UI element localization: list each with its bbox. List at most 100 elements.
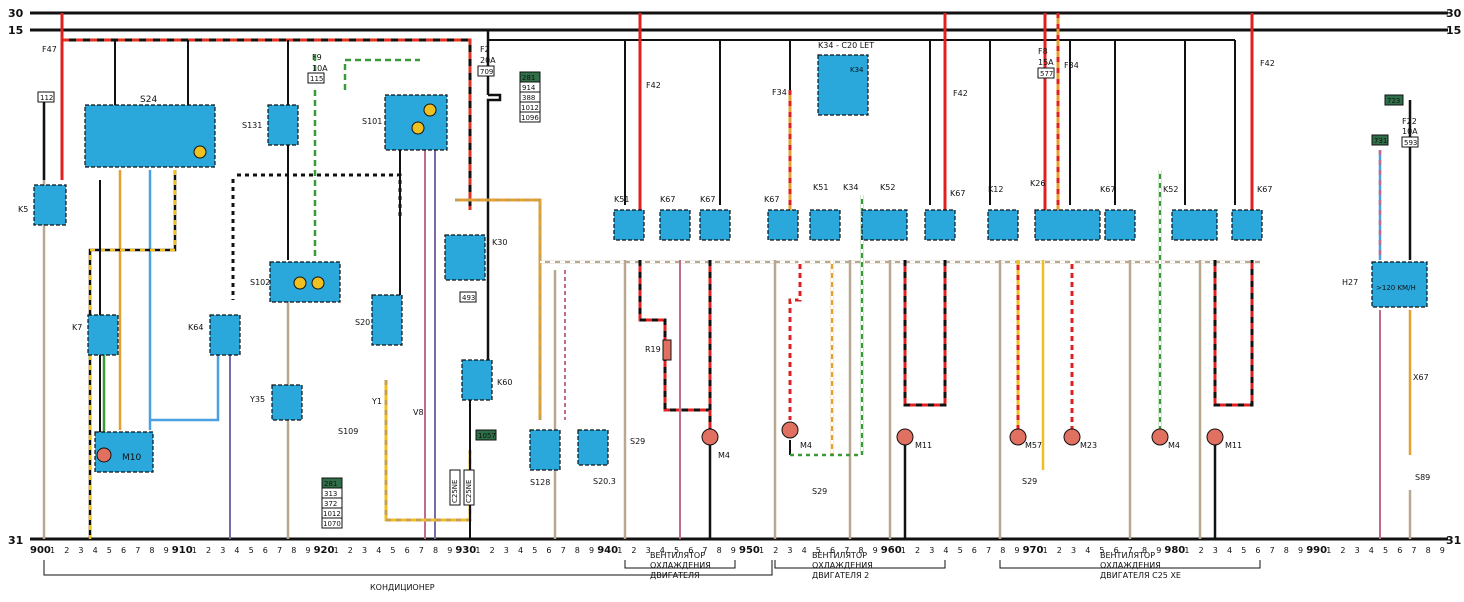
ruler-minor-label: 8	[1426, 546, 1431, 555]
ruler-minor-label: 6	[1397, 546, 1402, 555]
ruler-minor-label: 7	[986, 546, 991, 555]
svg-text:30: 30	[1446, 7, 1462, 20]
ruler-minor-label: 6	[688, 546, 693, 555]
ruler-minor-label: 1	[192, 546, 197, 555]
ref-stack-1: 281 914 388 1012 1096	[519, 71, 541, 123]
relay-k67a	[659, 209, 691, 241]
switch-s203	[577, 429, 609, 466]
label-k67d: K67	[950, 189, 965, 198]
rail-31: 31 31	[8, 534, 1461, 547]
svg-text:388: 388	[522, 94, 535, 102]
ruler-major-label: 950	[739, 545, 760, 556]
svg-text:112: 112	[40, 94, 53, 102]
svg-text:20A: 20A	[480, 56, 496, 65]
ruler-minor-label: 2	[490, 546, 495, 555]
label-k7: K7	[72, 323, 82, 332]
svg-text:15: 15	[1446, 24, 1461, 37]
label-k5: K5	[18, 205, 28, 214]
ruler-minor-label: 6	[830, 546, 835, 555]
label-k34b: K34	[843, 183, 858, 192]
svg-text:S29: S29	[630, 437, 645, 446]
ruler-minor-label: 6	[121, 546, 126, 555]
ruler-major-label: 930	[455, 545, 476, 556]
ruler-minor-label: 7	[844, 546, 849, 555]
label-k34-title: K34 - C20 LET	[818, 41, 874, 50]
svg-text:577: 577	[1040, 70, 1053, 78]
ruler-major-label: 970	[1023, 545, 1044, 556]
lamp-icon	[311, 276, 325, 290]
ruler-minor-label: 7	[561, 546, 566, 555]
ruler-minor-label: 3	[504, 546, 509, 555]
svg-text:S109: S109	[338, 427, 358, 436]
svg-text:ДВИГАТЕЛЯ 2: ДВИГАТЕЛЯ 2	[812, 571, 869, 580]
ruler-minor-label: 1	[617, 546, 622, 555]
ruler-minor-label: 1	[475, 546, 480, 555]
ruler-major-label: 940	[597, 545, 618, 556]
rail-15: 15 15	[8, 24, 1461, 37]
label-h27: H27	[1342, 278, 1358, 287]
switch-s131	[267, 104, 299, 146]
relay-k34-top	[817, 54, 869, 116]
svg-text:F2: F2	[480, 45, 490, 54]
ruler-minor-label: 4	[234, 546, 239, 555]
svg-text:1070: 1070	[323, 520, 341, 528]
label-k67a: K67	[660, 195, 675, 204]
ruler-minor-label: 6	[1255, 546, 1260, 555]
svg-text:C25NE: C25NE	[451, 480, 459, 503]
ruler-minor-label: 5	[1241, 546, 1246, 555]
relay-k5	[33, 184, 67, 226]
section-labels: КОНДИЦИОНЕР ВЕНТИЛЯТОР ОХЛАЖДЕНИЯ ДВИГАТ…	[370, 551, 1181, 592]
ruler-minor-label: 3	[1213, 546, 1218, 555]
svg-text:ДВИГАТЕЛЯ: ДВИГАТЕЛЯ	[650, 571, 700, 580]
svg-text:S29: S29	[1022, 477, 1037, 486]
svg-text:1096: 1096	[521, 114, 539, 122]
relay-k52	[861, 209, 908, 241]
label-k51: K51	[614, 195, 629, 204]
ruler-minor-label: 1	[759, 546, 764, 555]
svg-text:493: 493	[462, 294, 475, 302]
ruler-minor-label: 1	[1043, 546, 1048, 555]
label-k52: K52	[880, 183, 895, 192]
svg-text:M4: M4	[1168, 441, 1180, 450]
ruler-minor-label: 3	[1355, 546, 1360, 555]
label-k64: K64	[188, 323, 203, 332]
ruler-minor-label: 3	[929, 546, 934, 555]
ruler-minor-label: 1	[1184, 546, 1189, 555]
ruler-minor-label: 7	[702, 546, 707, 555]
relay-k67e	[1104, 209, 1136, 241]
svg-text:1057: 1057	[478, 432, 496, 440]
ruler-major-label: 980	[1164, 545, 1185, 556]
ruler-minor-label: 4	[376, 546, 381, 555]
svg-text:709: 709	[480, 68, 493, 76]
ruler-minor-label: 4	[1369, 546, 1374, 555]
svg-text:F42: F42	[953, 89, 968, 98]
svg-text:ВЕНТИЛЯТОР: ВЕНТИЛЯТОР	[650, 551, 705, 560]
label-h27-text: >120 KM/H	[1376, 284, 1416, 292]
section-ac-label: КОНДИЦИОНЕР	[370, 583, 435, 592]
ruler-minor-label: 4	[93, 546, 98, 555]
ruler-minor-label: 2	[64, 546, 69, 555]
label-k34: K34	[850, 66, 864, 74]
svg-text:F34: F34	[1064, 61, 1079, 70]
ruler-major-label: 920	[314, 545, 335, 556]
ruler-minor-label: 1	[50, 546, 55, 555]
rail-30: 30 30	[8, 7, 1462, 20]
ruler-major-label: 960	[881, 545, 902, 556]
ruler-minor-label: 5	[958, 546, 963, 555]
section-brackets	[43, 560, 1261, 576]
ruler-minor-label: 1	[334, 546, 339, 555]
ruler-minor-label: 9	[1440, 546, 1445, 555]
svg-text:R19: R19	[645, 345, 661, 354]
lamp-icon	[423, 103, 437, 117]
reference-tags: 112 115 709 281 914 388 1012 1096 281 31…	[37, 65, 1419, 529]
svg-text:313: 313	[324, 490, 337, 498]
label-s203: S20.3	[593, 477, 616, 486]
ruler-minor-label: 3	[220, 546, 225, 555]
ruler-minor-label: 6	[972, 546, 977, 555]
ruler-minor-label: 7	[1128, 546, 1133, 555]
ruler-minor-label: 8	[149, 546, 154, 555]
ruler-minor-label: 9	[873, 546, 878, 555]
lamp-icon	[411, 121, 425, 135]
svg-text:281: 281	[324, 480, 337, 488]
